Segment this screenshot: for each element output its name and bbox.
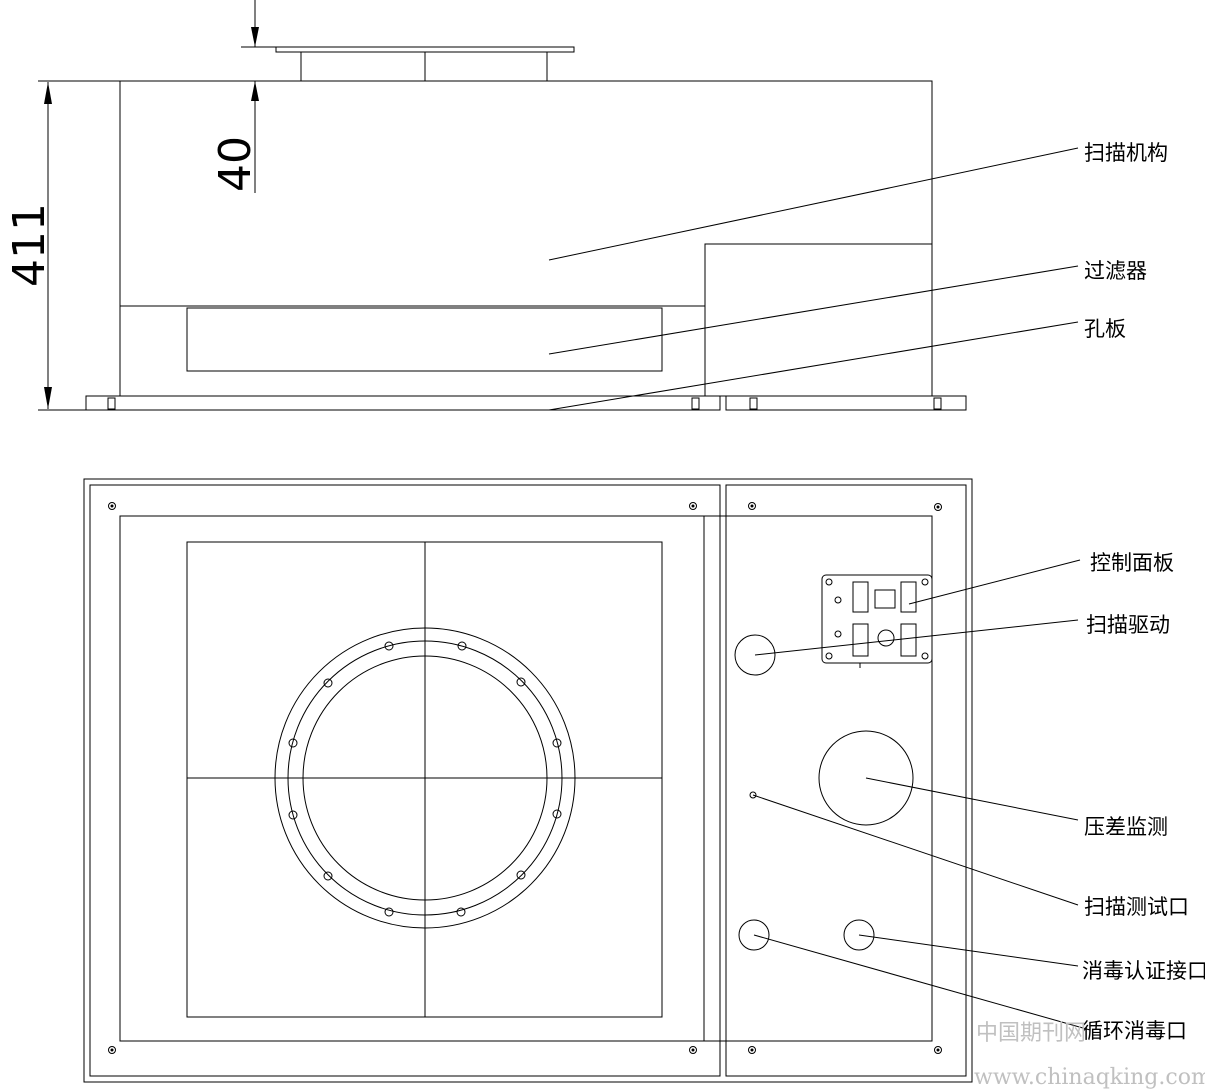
disinfection-cert-port — [843, 919, 875, 951]
display-window — [874, 589, 896, 609]
filter-element — [186, 307, 663, 372]
watermark-source: 中国期刊网 — [976, 1021, 1086, 1046]
right-module-inner — [719, 515, 933, 1042]
watermark: 中国期刊网 www.chinaqking.com — [974, 1021, 1205, 1090]
main-housing — [119, 80, 933, 397]
indicator-light — [834, 596, 842, 604]
control-box-side — [704, 243, 933, 397]
dimension-40: 40 — [210, 0, 276, 193]
label-filter: 过滤器 — [1084, 259, 1147, 283]
label-circulation-disinfection-port: 循环消毒口 — [1082, 1019, 1187, 1043]
callout-scan-mechanism: 扫描机构 — [548, 141, 1168, 261]
scan-test-port — [749, 791, 757, 799]
callout-pressure-monitor: 压差监测 — [865, 777, 1168, 839]
switch-2 — [900, 581, 917, 613]
callout-circulation-disinfection-port: 循环消毒口 — [753, 934, 1187, 1043]
scan-drive-port — [734, 634, 776, 676]
callout-scan-test-port: 扫描测试口 — [752, 794, 1189, 919]
label-scan-mechanism: 扫描机构 — [1084, 141, 1168, 165]
left-module-frame — [89, 484, 721, 1077]
label-disinfection-cert-port: 消毒认证接口 — [1082, 959, 1205, 983]
callout-disinfection-cert-port: 消毒认证接口 — [858, 934, 1205, 983]
watermark-url: www.chinaqking.com — [974, 1065, 1205, 1090]
orifice-plate-right — [725, 395, 967, 411]
switch-1 — [852, 581, 869, 613]
frame-screws — [108, 502, 942, 1054]
callout-orifice-plate: 孔板 — [548, 317, 1126, 411]
front-view — [85, 46, 967, 411]
label-control-panel: 控制面板 — [1090, 551, 1174, 575]
plan-outer-frame — [83, 478, 973, 1083]
outlet-flange — [274, 627, 576, 929]
label-scan-test-port: 扫描测试口 — [1084, 895, 1189, 919]
pressure-monitor-port — [818, 730, 914, 826]
right-module-frame — [725, 484, 967, 1077]
orifice-plate-left — [85, 395, 721, 411]
control-panel — [821, 574, 933, 668]
circulation-disinfection-port — [738, 919, 770, 951]
label-scan-drive: 扫描驱动 — [1086, 613, 1170, 637]
dimension-40-text: 40 — [210, 136, 261, 192]
callout-filter: 过滤器 — [548, 259, 1147, 355]
dimension-411: 411 — [4, 80, 120, 411]
plate-bolts — [107, 397, 942, 410]
callout-control-panel: 控制面板 — [908, 551, 1174, 605]
left-module-inner — [119, 515, 705, 1042]
dimension-411-text: 411 — [4, 203, 55, 287]
label-orifice-plate: 孔板 — [1084, 317, 1126, 341]
plan-view — [83, 478, 973, 1083]
callout-scan-drive: 扫描驱动 — [754, 613, 1170, 656]
switch-4 — [900, 623, 917, 657]
switch-3 — [852, 623, 869, 657]
knob — [877, 629, 895, 647]
label-pressure-monitor: 压差监测 — [1084, 815, 1168, 839]
top-flange — [275, 46, 575, 53]
flange-bolt-holes — [288, 641, 562, 917]
